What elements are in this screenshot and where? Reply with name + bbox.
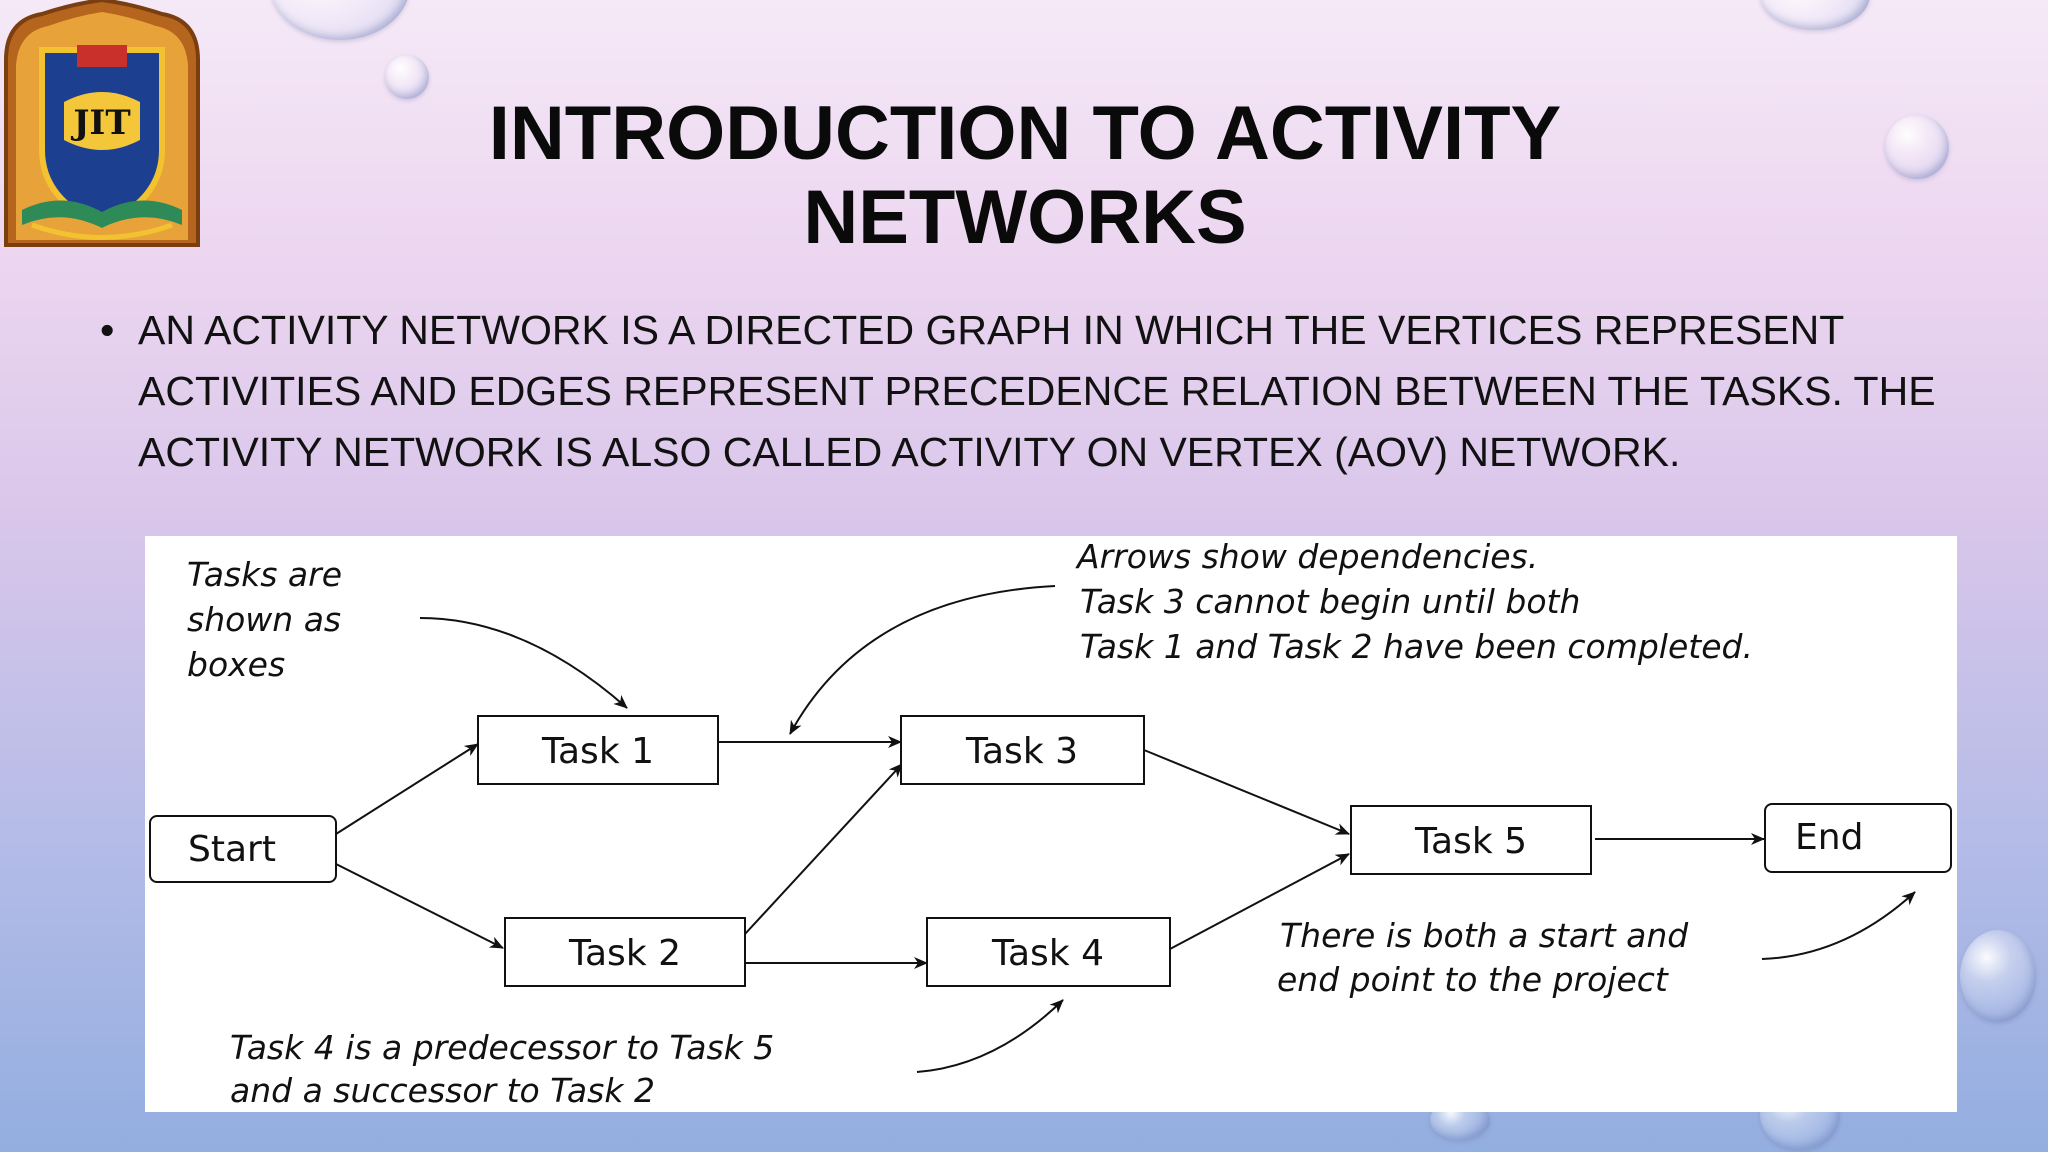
node-task5: Task 5	[1350, 805, 1592, 875]
node-end: End	[1764, 803, 1952, 873]
edge-task4-task5	[1169, 853, 1350, 950]
node-task1-label: Task 1	[541, 731, 654, 772]
activity-network-diagram: Start Task 1 Task 2 Task 3 Task 4 Task 5…	[145, 536, 1957, 1112]
slide-title: INTRODUCTION TO ACTIVITY NETWORKS	[430, 92, 1620, 260]
note-start-end-point: There is both a start and end point to t…	[1277, 916, 1689, 999]
note-tasks-as-boxes: Tasks are shown as boxes	[187, 555, 342, 684]
node-task5-label: Task 5	[1414, 821, 1527, 862]
note-line: Task 4 is a predecessor to Task 5	[230, 1028, 774, 1067]
note-dependencies: Arrows show dependencies. Task 3 cannot …	[1075, 537, 1753, 666]
callout-arrow-boxes	[419, 617, 628, 709]
bullet-text: AN ACTIVITY NETWORK IS A DIRECTED GRAPH …	[138, 300, 2038, 483]
note-line: Task 3 cannot begin until both	[1080, 582, 1580, 621]
node-start-label: Start	[188, 829, 276, 870]
note-line: Task 1 and Task 2 have been completed.	[1080, 627, 1753, 666]
bullet-text-line-2: ACTIVITIES AND EDGES REPRESENT PRECEDENC…	[138, 368, 1936, 414]
bullet-text-line-1: AN ACTIVITY NETWORK IS A DIRECTED GRAPH …	[138, 307, 1845, 353]
node-start: Start	[149, 815, 337, 883]
decorative-bubble	[385, 55, 429, 99]
callout-arrow-startend	[1761, 891, 1916, 960]
note-line: There is both a start and	[1280, 916, 1689, 955]
bullet-text-line-3: ACTIVITY NETWORK IS ALSO CALLED ACTIVITY…	[138, 429, 1681, 475]
node-end-label: End	[1795, 817, 1863, 858]
slide-title-line-1: INTRODUCTION TO ACTIVITY	[488, 91, 1562, 176]
edge-start-task2	[335, 863, 504, 949]
edge-task3-task5	[1143, 749, 1350, 835]
node-task4-label: Task 4	[991, 933, 1104, 974]
decorative-bubble	[1885, 115, 1949, 179]
node-task3: Task 3	[900, 715, 1145, 785]
slide-title-line-2: NETWORKS	[803, 175, 1247, 260]
bullet-symbol: •	[100, 307, 115, 353]
institute-logo: JIT	[2, 0, 202, 250]
edge-start-task1	[335, 743, 479, 835]
note-line: boxes	[187, 645, 285, 684]
callout-arrow-dependencies	[789, 585, 1056, 735]
decorative-bubble	[270, 0, 410, 40]
note-predecessor-successor: Task 4 is a predecessor to Task 5 and a …	[230, 1028, 774, 1110]
node-task3-label: Task 3	[965, 731, 1078, 772]
node-task2: Task 2	[504, 917, 746, 987]
callout-arrow-predecessor	[916, 999, 1064, 1073]
note-line: Tasks are	[187, 555, 342, 594]
decorative-bubble	[1960, 930, 2036, 1022]
note-line: Arrows show dependencies.	[1075, 537, 1538, 576]
edge-task2-task3	[744, 763, 903, 935]
logo-lettering: JIT	[70, 103, 130, 143]
node-task2-label: Task 2	[568, 933, 681, 974]
note-line: and a successor to Task 2	[230, 1071, 655, 1110]
node-task1: Task 1	[477, 715, 719, 785]
node-task4: Task 4	[926, 917, 1171, 987]
note-line: shown as	[187, 600, 341, 639]
decorative-bubble	[1760, 0, 1870, 30]
note-line: end point to the project	[1277, 960, 1669, 999]
